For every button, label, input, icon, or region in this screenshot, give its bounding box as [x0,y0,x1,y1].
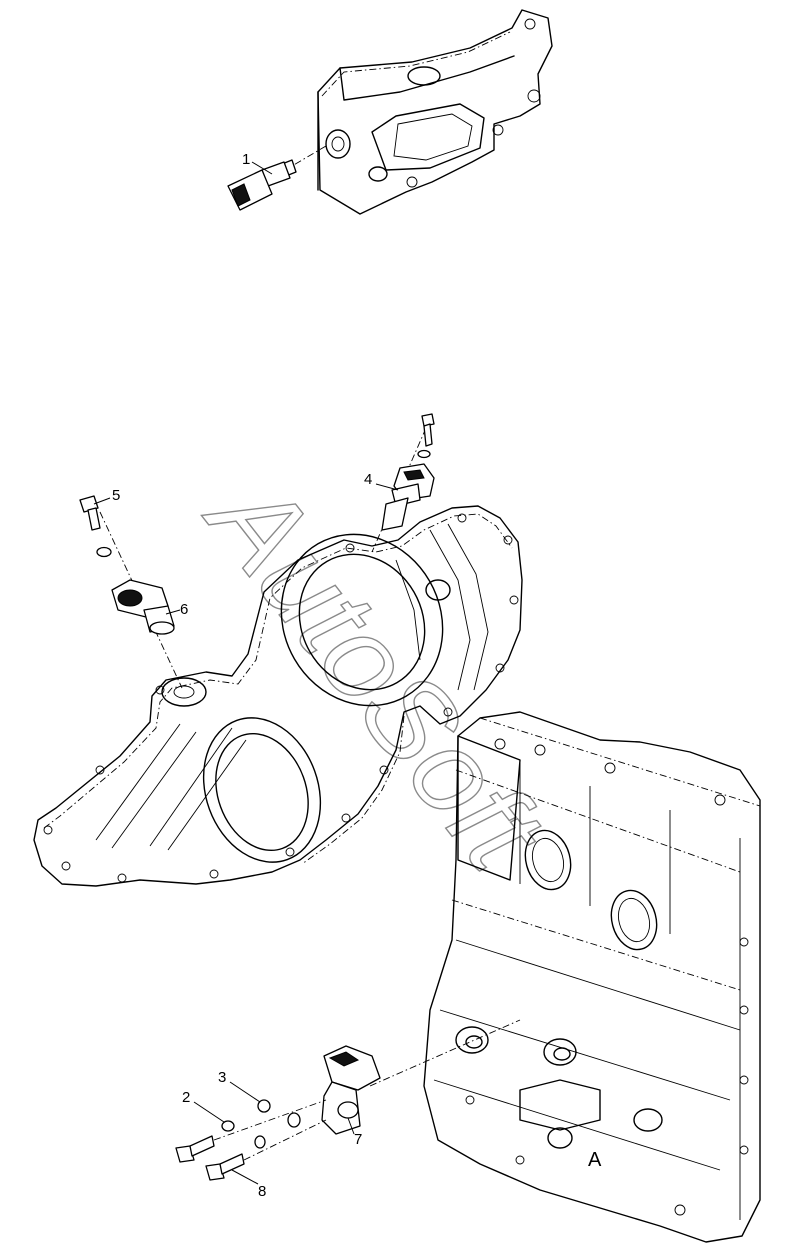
coolant-temperature-sensor [227,159,297,211]
bolt-upper [175,1135,215,1163]
bolt-5 [79,495,101,531]
callout-3: 3 [218,1069,226,1086]
thermostat-housing [317,9,553,215]
callout-4: 4 [364,471,372,488]
callout-8: 8 [258,1183,266,1200]
callout-leaders [93,161,399,1185]
callout-2: 2 [182,1089,190,1106]
callout-7: 7 [354,1131,362,1148]
callout-5: 5 [112,487,120,504]
front-timing-cover [33,505,523,887]
washer-large [287,1112,301,1128]
washer-2 [221,1120,235,1132]
crankshaft-sensor-6 [111,579,175,635]
camshaft-sensor [381,463,435,531]
bolt-8 [205,1153,245,1181]
callout-6: 6 [180,601,188,618]
washer-lower [254,1135,266,1149]
cylinder-block [423,711,761,1243]
block-marking-a: A [588,1149,602,1171]
bolt-top [421,413,435,447]
washer-5 [96,546,112,558]
pressure-sensor-7 [321,1045,381,1135]
washer-3 [257,1099,271,1113]
watermark: AutoSoft [181,450,570,896]
washer-top [417,449,431,459]
callout-1: 1 [242,151,250,168]
